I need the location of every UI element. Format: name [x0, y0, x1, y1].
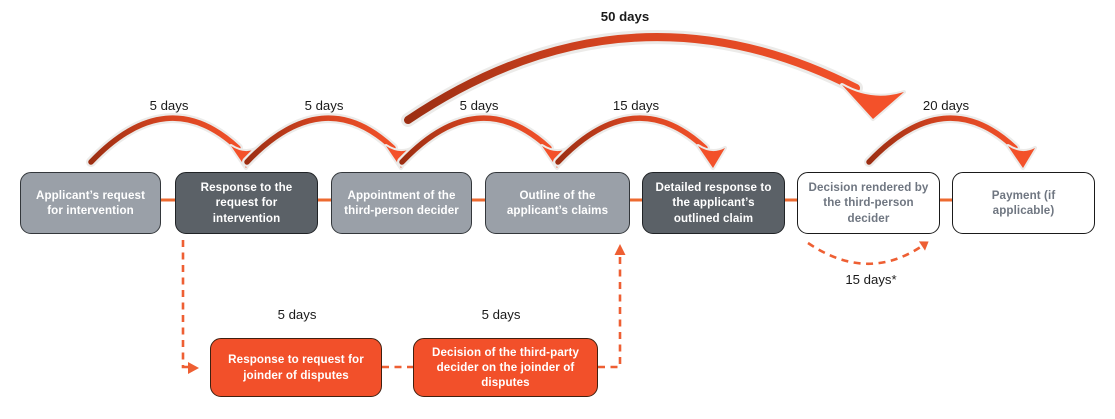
- arrowhead: [840, 83, 906, 121]
- dashed-arc-decision-extension: [807, 241, 929, 266]
- duration-label-50-days: 50 days: [600, 9, 650, 24]
- duration-label-15-days: 15 days: [612, 98, 660, 113]
- duration-label-5-days-2: 5 days: [304, 98, 344, 113]
- arc-step3-step4: [397, 113, 571, 170]
- arrowhead: [188, 362, 199, 374]
- arrowhead: [614, 244, 626, 255]
- arc-step3-step6: [401, 30, 906, 127]
- node-payment: Payment (if applicable): [952, 172, 1095, 234]
- arrowhead: [918, 241, 929, 251]
- duration-label-5-days-3: 5 days: [459, 98, 499, 113]
- arc-step6-step7: [864, 113, 1037, 170]
- duration-label-20-days: 20 days: [922, 98, 970, 113]
- node-decision-rendered: Decision rendered by the third-person de…: [797, 172, 940, 234]
- node-applicant-request: Applicant’s request for intervention: [20, 172, 161, 234]
- arrowhead: [696, 144, 727, 170]
- duration-label-5-days-1: 5 days: [149, 98, 189, 113]
- dashed-step2-to-joinder1: [181, 240, 199, 374]
- node-joinder-response: Response to request for joinder of dispu…: [210, 338, 382, 397]
- duration-label-joinder-5-days-2: 5 days: [481, 307, 521, 322]
- dashed-joinder2-to-step4: [598, 244, 626, 369]
- duration-label-joinder-5-days-1: 5 days: [277, 307, 317, 322]
- duration-label-15-days-star: 15 days*: [845, 272, 897, 287]
- node-outline-claims: Outline of the applicant’s claims: [485, 172, 630, 234]
- arc-step2-step3: [242, 113, 415, 170]
- arc-step1-step2: [86, 113, 260, 170]
- node-joinder-decision: Decision of the third-party decider on t…: [413, 338, 598, 397]
- node-response-to-request: Response to the request for intervention: [175, 172, 318, 234]
- arrowhead: [1006, 144, 1037, 170]
- arc-step4-step5: [553, 113, 727, 170]
- node-appointment-decider: Appointment of the third-person decider: [331, 172, 472, 234]
- node-detailed-response: Detailed response to the applicant’s out…: [642, 172, 785, 234]
